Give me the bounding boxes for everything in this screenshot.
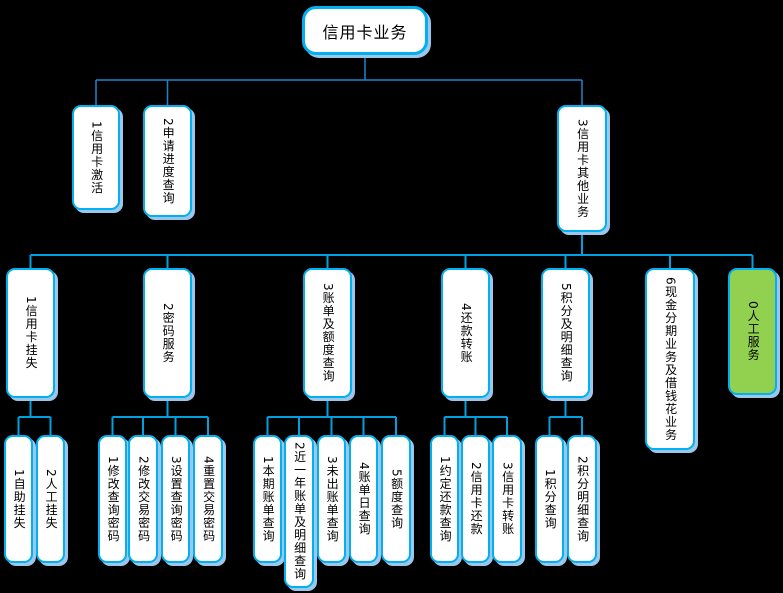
connector-loss-group bbox=[17, 398, 52, 435]
node-points-query: 1积分查询 bbox=[535, 435, 564, 563]
node-reset-transaction-password: 4重置交易密码 bbox=[193, 435, 223, 563]
node-label: 4还款转账 bbox=[459, 302, 474, 364]
node-label: 1积分查询 bbox=[543, 468, 558, 530]
connector-points-group bbox=[548, 398, 583, 435]
connector-password-group bbox=[111, 398, 209, 435]
node-label: 2近一年账单及明细查询 bbox=[292, 442, 307, 581]
node-manual-service: 0人工服务 bbox=[728, 268, 777, 395]
node-card-repayment: 2信用卡还款 bbox=[461, 435, 490, 563]
node-application-progress-query: 2申请进度查询 bbox=[143, 105, 192, 217]
node-billing-date-query: 4账单日查询 bbox=[349, 435, 378, 563]
node-self-loss-report: 1自助挂失 bbox=[4, 435, 33, 563]
node-agreed-repayment-query: 1约定还款查询 bbox=[430, 435, 459, 563]
node-label: 信用卡业务 bbox=[322, 22, 408, 42]
node-label: 1自助挂失 bbox=[12, 468, 27, 530]
node-label: 6现金分期业务及借钱花业务 bbox=[663, 276, 678, 442]
node-label: 2申请进度查询 bbox=[161, 117, 176, 205]
node-label: 5积分及明细查询 bbox=[559, 283, 574, 383]
node-label: 2信用卡还款 bbox=[469, 462, 484, 536]
node-label: 1信用卡挂失 bbox=[24, 296, 39, 370]
node-label: 5额度查询 bbox=[389, 468, 404, 530]
connector-repay-group bbox=[443, 398, 508, 435]
node-card-transfer: 3信用卡转账 bbox=[492, 435, 522, 563]
node-card-loss-report: 1信用卡挂失 bbox=[6, 268, 55, 398]
node-label: 2积分明细查询 bbox=[575, 455, 590, 543]
node-label: 2密码服务 bbox=[161, 302, 176, 364]
node-unissued-bill-query: 3未出账单查询 bbox=[317, 435, 346, 563]
connector-bill-group bbox=[266, 398, 397, 435]
node-label: 3设置查询密码 bbox=[169, 455, 184, 543]
node-manual-loss-report: 2人工挂失 bbox=[36, 435, 65, 563]
node-set-query-password: 3设置查询密码 bbox=[161, 435, 190, 563]
node-modify-transaction-password: 2修改交易密码 bbox=[128, 435, 158, 563]
node-label: 3信用卡其他业务 bbox=[575, 118, 590, 219]
node-label: 2修改交易密码 bbox=[136, 455, 151, 543]
node-label: 1修改查询密码 bbox=[106, 455, 121, 543]
connector-root-to-level2 bbox=[95, 55, 583, 105]
node-cash-installment-and-loan: 6现金分期业务及借钱花业务 bbox=[645, 268, 695, 450]
node-past-year-bill-detail-query: 2近一年账单及明细查询 bbox=[284, 435, 314, 588]
node-label: 2人工挂失 bbox=[44, 468, 59, 530]
node-label: 1本期账单查询 bbox=[261, 455, 276, 543]
node-label: 3未出账单查询 bbox=[325, 455, 340, 543]
node-label: 0人工服务 bbox=[746, 301, 761, 362]
node-label: 1信用卡激活 bbox=[89, 120, 104, 195]
node-card-activation: 1信用卡激活 bbox=[72, 105, 120, 210]
node-current-bill-query: 1本期账单查询 bbox=[253, 435, 282, 563]
node-other-card-services: 3信用卡其他业务 bbox=[557, 105, 607, 232]
node-label: 3账单及额度查询 bbox=[321, 283, 336, 383]
node-credit-card-business: 信用卡业务 bbox=[302, 6, 428, 55]
connector-other-services-to-level3 bbox=[29, 232, 754, 268]
node-password-service: 2密码服务 bbox=[143, 268, 192, 398]
node-points-and-detail-query: 5积分及明细查询 bbox=[541, 268, 590, 398]
node-points-detail-query: 2积分明细查询 bbox=[567, 435, 597, 563]
node-repayment-transfer: 4还款转账 bbox=[441, 268, 490, 398]
node-bill-and-limit-query: 3账单及额度查询 bbox=[303, 268, 352, 398]
node-modify-query-password: 1修改查询密码 bbox=[98, 435, 127, 563]
node-label: 1约定还款查询 bbox=[438, 455, 453, 543]
node-label: 3信用卡转账 bbox=[500, 462, 515, 536]
node-limit-query: 5额度查询 bbox=[381, 435, 411, 563]
node-label: 4重置交易密码 bbox=[201, 455, 216, 543]
node-label: 4账单日查询 bbox=[357, 462, 372, 536]
